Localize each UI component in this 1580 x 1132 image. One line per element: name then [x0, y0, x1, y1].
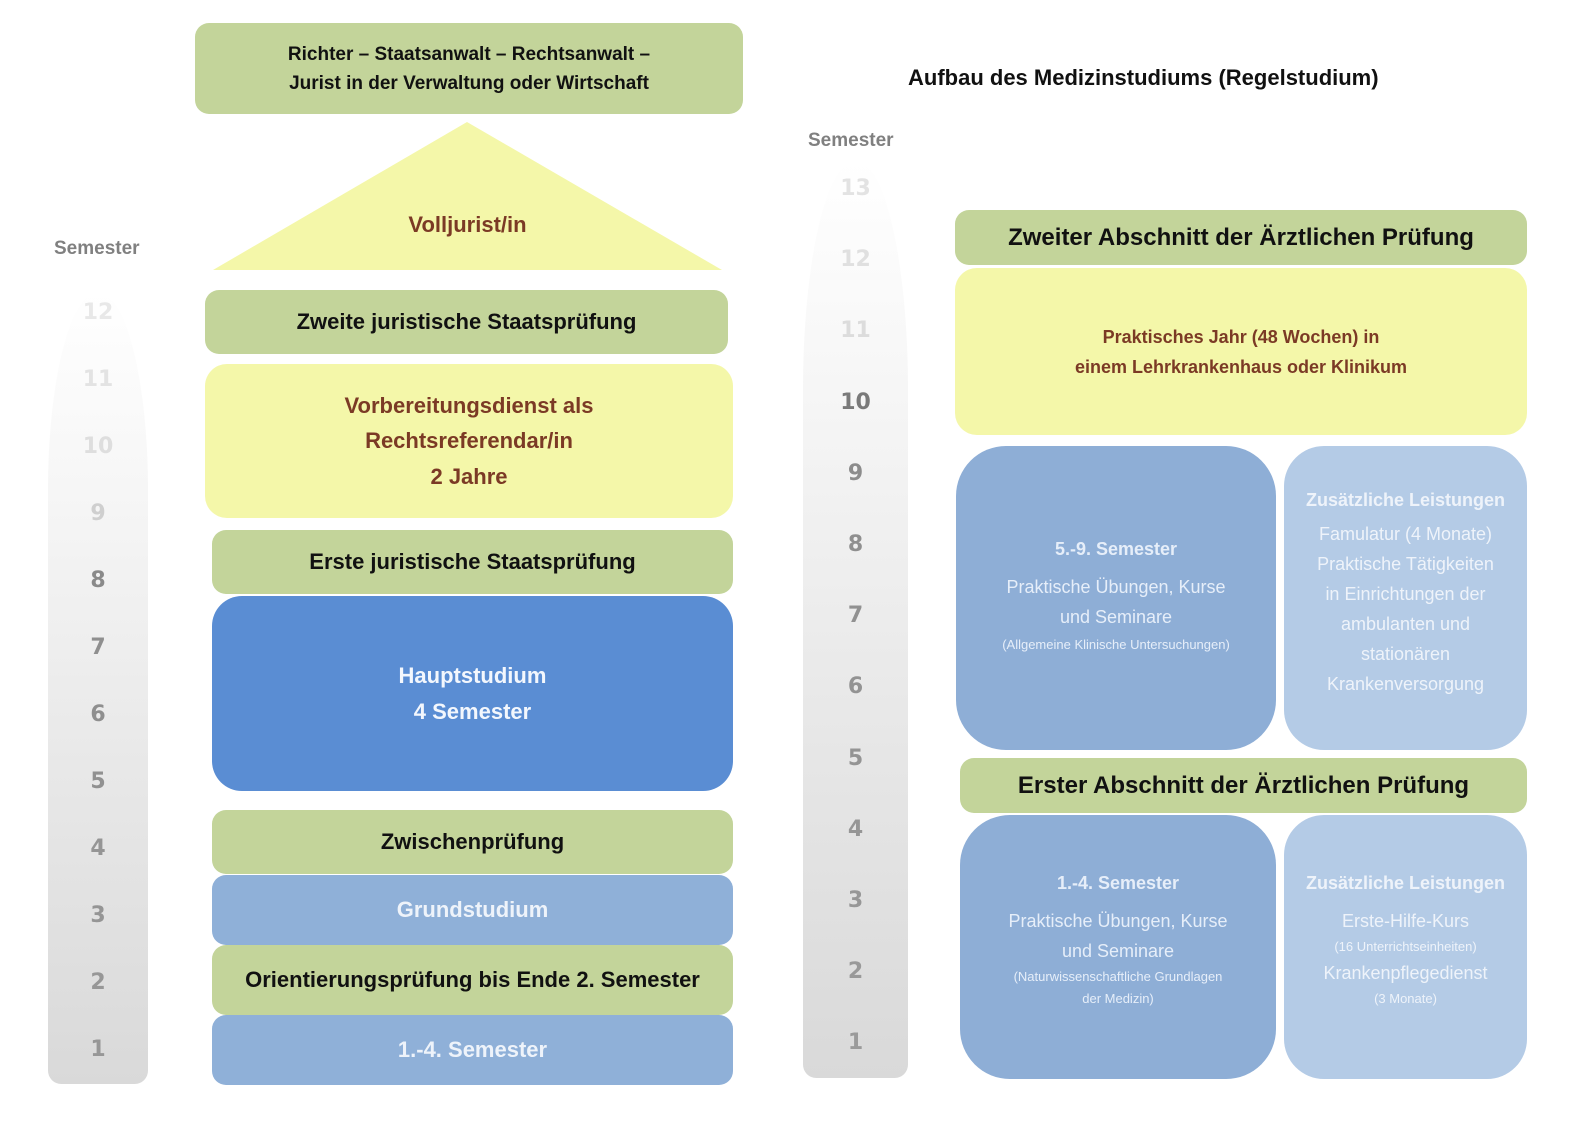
law-semester-11: 11: [82, 367, 114, 392]
lower-main-line-1: Praktische Übungen, Kurse: [1008, 911, 1228, 931]
vorbereitung-line-2: Rechtsreferendar/in: [365, 428, 573, 454]
roof-shape: [213, 122, 722, 270]
medicine-title: Aufbau des Medizinstudiums (Regelstudium…: [908, 65, 1379, 90]
med-semester-9: 9: [847, 460, 864, 486]
lower-extra-note-1: (16 Unterrichtseinheiten): [1334, 939, 1477, 954]
law-semester-2: 2: [90, 970, 106, 995]
law-semester-9: 9: [90, 501, 106, 526]
vorbereitung-line-3: 2 Jahre: [430, 463, 508, 489]
med-semester-5: 5: [847, 745, 864, 771]
upper-main-card: 5.-9. Semester Praktische Übungen, Kurse…: [956, 446, 1276, 750]
med-semester-scale: 13 12 11 10 9 8 7 6 5 4 3 2 1: [803, 160, 908, 1078]
roof-triangle: [213, 122, 722, 270]
erster-abschnitt: Erster Abschnitt der Ärztlichen Prüfung: [960, 758, 1527, 813]
hauptstudium-box: Hauptstudium 4 Semester: [212, 596, 733, 791]
upper-extra-line-6: Krankenversorgung: [1326, 674, 1485, 694]
upper-extra-line-3: in Einrichtungen der: [1325, 584, 1486, 604]
med-semester-10: 10: [840, 389, 871, 415]
med-semester-12: 12: [840, 247, 871, 273]
pj-line-2: einem Lehrkrankenhaus oder Klinikum: [1074, 356, 1408, 377]
orientierungspruefung: Orientierungsprüfung bis Ende 2. Semeste…: [212, 945, 733, 1015]
med-semester-11: 11: [840, 318, 871, 344]
career-line-1: Richter – Staatsanwalt – Rechtsanwalt –: [287, 43, 651, 65]
zweiter-abschnitt: Zweiter Abschnitt der Ärztlichen Prüfung: [955, 210, 1527, 265]
lower-main-card: 1.-4. Semester Praktische Übungen, Kurse…: [960, 815, 1276, 1079]
upper-extra-line-1: Famulatur (4 Monate): [1318, 524, 1493, 544]
hauptstudium-line-1: Hauptstudium: [398, 663, 547, 689]
upper-extra-line-4: ambulanten und: [1340, 614, 1471, 634]
law-semester-7: 7: [90, 635, 106, 660]
lower-main-line-2: und Seminare: [1061, 941, 1175, 961]
law-semester-3: 3: [90, 903, 106, 928]
law-scale-title: Semester: [54, 238, 140, 259]
career-line-2: Jurist in der Verwaltung oder Wirtschaft: [289, 72, 649, 94]
grundstudium: Grundstudium: [212, 875, 733, 945]
med-semester-2: 2: [847, 959, 864, 985]
zwischenpruefung: Zwischenprüfung: [212, 810, 733, 874]
upper-extra-line-2: Praktische Tätigkeiten: [1317, 554, 1494, 574]
upper-main-line-2: und Seminare: [1059, 606, 1173, 627]
law-semester-5: 5: [90, 769, 106, 794]
med-semester-13: 13: [840, 176, 871, 201]
hauptstudium-line-2: 4 Semester: [413, 698, 532, 724]
med-semester-1: 1: [847, 1030, 864, 1056]
med-semester-7: 7: [847, 603, 864, 629]
zweite-staatspruefung: Zweite juristische Staatsprüfung: [205, 290, 728, 354]
lower-extra-note-2: (3 Monate): [1374, 991, 1437, 1006]
law-semester-1: 1: [90, 1037, 106, 1062]
vorbereitung-line-1: Vorbereitungsdienst als: [344, 393, 594, 419]
law-semester-8: 8: [90, 568, 106, 593]
law-semester-10: 10: [82, 434, 114, 459]
med-semester-4: 4: [847, 816, 864, 842]
law-semester-scale: 12 11 10 9 8 7 6 5 4 3 2 1: [48, 292, 148, 1084]
law-semester-6: 6: [90, 702, 106, 727]
upper-extra-title: Zusätzliche Leistungen: [1305, 490, 1506, 510]
lower-main-title: 1.-4. Semester: [1056, 873, 1180, 893]
lower-extra-line-2: Krankenpflegedienst: [1323, 963, 1488, 983]
roof-label: Volljurist/in: [408, 212, 527, 237]
lower-extra-card: Zusätzliche Leistungen Erste-Hilfe-Kurs …: [1284, 815, 1527, 1079]
vorbereitungsdienst-box: Vorbereitungsdienst als Rechtsreferendar…: [205, 364, 733, 518]
upper-extra-card: Zusätzliche Leistungen Famulatur (4 Mona…: [1284, 446, 1527, 750]
semester-1-4-block: 1.-4. Semester: [212, 1015, 733, 1085]
upper-main-title: 5.-9. Semester: [1054, 538, 1178, 559]
lower-main-note-1: (Naturwissenschaftliche Grundlagen: [1013, 969, 1223, 984]
law-semester-4: 4: [90, 836, 106, 861]
lower-extra-title: Zusätzliche Leistungen: [1305, 873, 1506, 893]
med-semester-6: 6: [847, 674, 864, 700]
erste-staatspruefung: Erste juristische Staatsprüfung: [212, 530, 733, 594]
med-scale-title: Semester: [808, 130, 894, 151]
upper-main-note: (Allgemeine Klinische Untersuchungen): [1002, 636, 1230, 652]
lower-main-note-2: der Medizin): [1082, 991, 1154, 1006]
upper-main-line-1: Praktische Übungen, Kurse: [1006, 576, 1226, 597]
med-semester-8: 8: [847, 532, 864, 557]
praktisches-jahr-box: Praktisches Jahr (48 Wochen) in einem Le…: [955, 268, 1527, 435]
upper-extra-line-5: stationären: [1360, 644, 1451, 664]
med-semester-3: 3: [847, 888, 864, 913]
career-box: Richter – Staatsanwalt – Rechtsanwalt – …: [195, 23, 743, 114]
pj-line-1: Praktisches Jahr (48 Wochen) in: [1102, 326, 1380, 347]
law-semester-12: 12: [82, 300, 114, 325]
lower-extra-line-1: Erste-Hilfe-Kurs: [1341, 911, 1470, 931]
